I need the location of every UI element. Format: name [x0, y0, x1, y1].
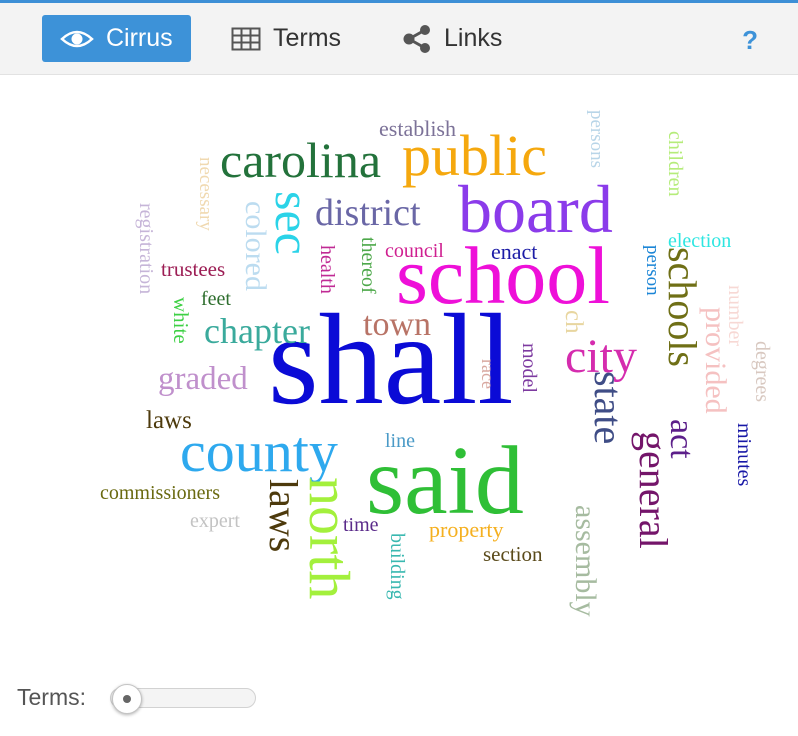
cloud-word-time[interactable]: time — [343, 514, 379, 536]
cloud-word-county[interactable]: county — [180, 419, 338, 484]
cloud-word-commissioners[interactable]: commissioners — [100, 482, 220, 504]
tab-cirrus[interactable]: Cirrus — [42, 15, 191, 62]
cloud-word-north[interactable]: north — [297, 477, 362, 600]
cloud-word-council[interactable]: council — [385, 240, 444, 262]
cloud-word-colored[interactable]: colored — [239, 201, 272, 291]
cloud-word-section[interactable]: section — [483, 542, 543, 566]
share-icon — [403, 24, 430, 53]
terms-slider-handle[interactable] — [112, 684, 142, 714]
cloud-word-school[interactable]: school — [396, 230, 611, 321]
tab-terms[interactable]: Terms — [213, 15, 359, 62]
cloud-word-building[interactable]: building — [386, 533, 408, 600]
tab-terms-label: Terms — [273, 24, 342, 52]
cloud-word-carolina[interactable]: carolina — [220, 132, 382, 188]
word-cloud: shall said school board public carolina … — [0, 75, 798, 655]
eye-icon — [60, 30, 94, 47]
terms-control: Terms: — [0, 672, 798, 732]
tab-links[interactable]: Links — [384, 15, 520, 62]
cloud-word-health[interactable]: health — [316, 245, 338, 294]
cloud-word-assembly[interactable]: assembly — [569, 505, 602, 617]
cloud-word-board[interactable]: board — [458, 171, 613, 247]
cloud-word-election[interactable]: election — [668, 230, 732, 252]
cloud-word-degrees[interactable]: degrees — [751, 341, 773, 403]
cloud-word-establish[interactable]: establish — [379, 116, 456, 141]
cloud-word-thereof[interactable]: thereof — [357, 237, 379, 294]
cloud-word-enact[interactable]: enact — [491, 239, 538, 264]
help-button[interactable]: ? — [742, 25, 758, 55]
cloud-word-graded[interactable]: graded — [158, 361, 248, 397]
cloud-word-necessary[interactable]: necessary — [195, 157, 216, 231]
cloud-word-city[interactable]: city — [565, 330, 637, 383]
tab-cirrus-label: Cirrus — [106, 24, 173, 52]
cloud-word-laws[interactable]: laws — [261, 479, 306, 553]
cloud-word-town[interactable]: town — [363, 306, 431, 343]
cloud-word-line[interactable]: line — [385, 430, 415, 452]
cloud-word-said[interactable]: said — [366, 427, 524, 535]
cloud-word-number[interactable]: number — [724, 285, 746, 347]
grid-icon — [231, 27, 261, 50]
cloud-word-model[interactable]: model — [518, 343, 540, 393]
cloud-word-chapter[interactable]: chapter — [204, 311, 310, 351]
cloud-word-property[interactable]: property — [429, 517, 504, 542]
cloud-word-persons[interactable]: persons — [586, 110, 607, 169]
cloud-word-minutes[interactable]: minutes — [733, 423, 755, 487]
cloud-word-public[interactable]: public — [402, 123, 547, 188]
terms-slider-track[interactable] — [110, 688, 256, 708]
cloud-word-schools[interactable]: schools — [660, 247, 705, 367]
cloud-word-person[interactable]: person — [642, 245, 663, 296]
cloud-word-sec[interactable]: sec — [265, 191, 321, 255]
cloud-word-feet[interactable]: feet — [201, 288, 231, 310]
cloud-word-expert[interactable]: expert — [190, 510, 240, 532]
tab-links-label: Links — [444, 24, 503, 52]
cloud-word-registration[interactable]: registration — [135, 203, 157, 295]
cloud-word-shall[interactable]: shall — [268, 288, 514, 432]
terms-label: Terms: — [17, 684, 86, 710]
cloud-word-state[interactable]: state — [586, 371, 631, 445]
cloud-word-identified[interactable]: laws — [146, 407, 192, 434]
top-accent-line — [0, 0, 798, 3]
cloud-word-ch[interactable]: ch — [560, 310, 587, 334]
cloud-word-children[interactable]: children — [664, 131, 686, 197]
cloud-word-white[interactable]: white — [169, 297, 193, 344]
cloud-word-act[interactable]: act — [663, 419, 700, 459]
cloud-word-district[interactable]: district — [315, 192, 421, 234]
toolbar: Cirrus Terms Links ? — [0, 3, 798, 75]
cloud-word-trustees[interactable]: trustees — [161, 257, 226, 281]
cloud-word-race[interactable]: race — [478, 359, 498, 389]
